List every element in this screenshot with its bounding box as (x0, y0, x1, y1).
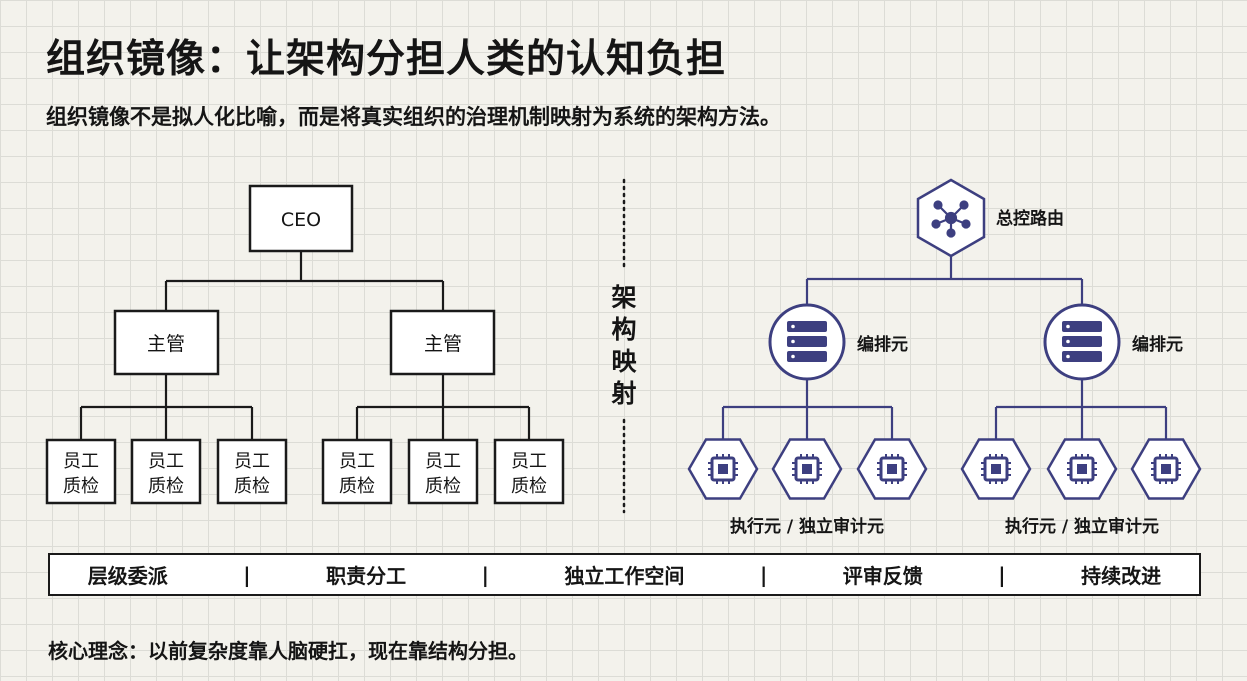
principle-item: 层级委派 (87, 564, 168, 588)
principle-separator: | (759, 562, 768, 587)
staff-label-line2: 质检 (339, 476, 375, 497)
org-node-staff: 员工 质检 (130, 438, 202, 505)
staff-label-line2: 质检 (511, 476, 547, 497)
principle-item: 评审反馈 (842, 564, 923, 588)
org-chart: CEO 主管 主管 员工 质检 员工 质检 员工 质检 员工 (45, 184, 565, 505)
principles-bar: 层级委派 | 职责分工 | 独立工作空间 | 评审反馈 | 持续改进 (48, 553, 1201, 596)
router-node (916, 178, 986, 258)
worker-nodes (687, 438, 1202, 500)
server-stack-icon (787, 321, 827, 362)
org-edge-manager-1-staff (79, 374, 254, 440)
worker-node (771, 438, 843, 500)
staff-label-line2: 质检 (425, 476, 461, 497)
org-edge-manager-2-staff (355, 374, 531, 440)
principle-item: 职责分工 (326, 564, 407, 588)
principle-separator: | (481, 562, 489, 587)
system-edge-orchestrator-2-workers (994, 380, 1168, 441)
system-edge-router-orchestrators (805, 248, 1084, 305)
cpu-chip-icon (708, 454, 738, 484)
staff-label-line1: 员工 (63, 451, 99, 472)
staff-label-line1: 员工 (148, 451, 184, 472)
workers-caption: 执行元 / 独立审计元 (730, 516, 884, 537)
router-label: 总控路由 (996, 208, 1064, 229)
staff-label-line1: 员工 (511, 451, 547, 472)
cpu-chip-icon (981, 454, 1011, 484)
manager-label: 主管 (424, 333, 462, 355)
mapping-divider: 架 构 映 射 (610, 178, 637, 514)
org-edge-ceo-managers (164, 251, 445, 311)
staff-label-line2: 质检 (234, 476, 270, 497)
staff-label-line2: 质检 (63, 476, 99, 497)
mapping-label-char: 映 (611, 347, 637, 376)
workers-caption: 执行元 / 独立审计元 (1005, 516, 1159, 537)
mapping-label-char: 架 (611, 283, 636, 312)
principle-item: 独立工作空间 (564, 564, 685, 588)
org-node-staff: 员工 质检 (493, 438, 565, 505)
ceo-label: CEO (281, 209, 321, 231)
org-node-manager-1: 主管 (113, 309, 220, 376)
org-node-staff: 员工 质检 (45, 438, 117, 505)
cpu-chip-icon (1151, 454, 1181, 484)
core-idea: 核心理念：以前复杂度靠人脑硬扛，现在靠结构分担。 (48, 639, 528, 663)
orchestrator-label: 编排元 (857, 334, 908, 355)
orchestrator-node-2 (1043, 303, 1121, 381)
principle-item: 持续改进 (1081, 564, 1162, 588)
org-node-ceo: CEO (248, 184, 354, 253)
cpu-chip-icon (1067, 454, 1097, 484)
system-edge-orchestrator-1-workers (721, 380, 894, 441)
staff-label-line1: 员工 (234, 451, 270, 472)
principle-separator: | (998, 562, 1006, 587)
staff-label-line1: 员工 (339, 451, 375, 472)
principle-separator: | (243, 562, 251, 587)
staff-label-line2: 质检 (148, 476, 184, 497)
worker-node (960, 438, 1032, 500)
orchestrator-label: 编排元 (1132, 334, 1183, 355)
network-hub-icon (931, 200, 971, 238)
worker-node (856, 438, 928, 500)
orchestrator-node-1 (768, 303, 846, 381)
worker-node (1046, 438, 1118, 500)
worker-node (687, 438, 759, 500)
mapping-label-char: 射 (610, 379, 636, 408)
cpu-chip-icon (877, 454, 907, 484)
page-title: 组织镜像：让架构分担人类的认知负担 (46, 37, 727, 82)
staff-label-line1: 员工 (425, 451, 461, 472)
server-stack-icon (1062, 321, 1102, 362)
org-node-staff: 员工 质检 (407, 438, 479, 505)
page-subtitle: 组织镜像不是拟人化比喻，而是将真实组织的治理机制映射为系统的架构方法。 (46, 105, 781, 129)
org-node-staff: 员工 质检 (321, 438, 393, 505)
org-node-staff: 员工 质检 (216, 438, 288, 505)
manager-label: 主管 (147, 333, 185, 355)
system-architecture: 总控路由 编排元 编排元 (687, 178, 1202, 537)
mapping-label-char: 构 (611, 315, 636, 344)
org-node-manager-2: 主管 (389, 309, 496, 376)
cpu-chip-icon (792, 454, 822, 484)
worker-node (1130, 438, 1202, 500)
